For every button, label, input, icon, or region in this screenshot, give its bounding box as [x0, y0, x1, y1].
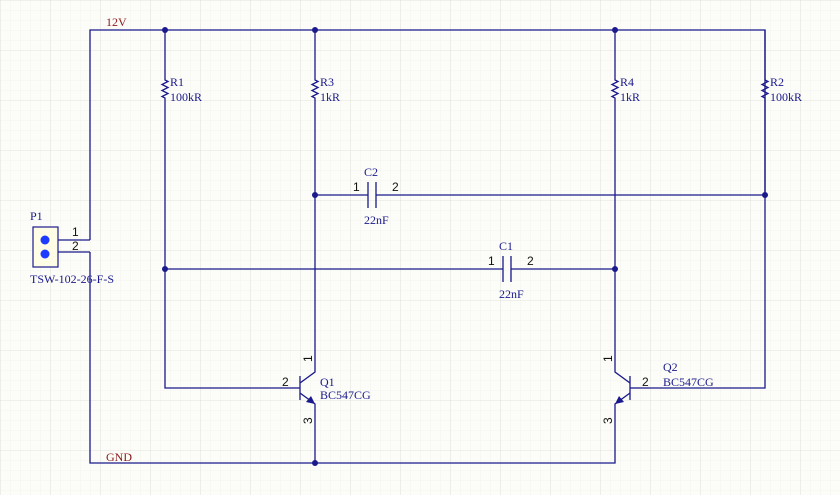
r2-value: 100kR [770, 90, 802, 104]
c2-pin1: 1 [353, 180, 360, 194]
c2-ref: C2 [364, 165, 378, 179]
junction-dot [162, 266, 168, 272]
q1-pin-base: 2 [282, 375, 289, 389]
pad-pin1 [40, 235, 50, 245]
c2-value: 22nF [364, 213, 389, 227]
q1-pin-collector: 1 [301, 355, 315, 362]
connector-pin1-num: 1 [72, 225, 79, 239]
junction-dot [762, 192, 768, 198]
junctions [162, 27, 768, 466]
r1-ref: R1 [170, 75, 184, 89]
transistor-q2[interactable] [614, 360, 640, 425]
r4-value: 1kR [620, 90, 640, 104]
junction-dot [612, 27, 618, 33]
capacitor-c2[interactable] [315, 182, 765, 208]
connector-p1[interactable] [32, 226, 90, 268]
c2-pin2: 2 [392, 180, 399, 194]
c1-pin1: 1 [488, 254, 495, 268]
r1-value: 100kR [170, 90, 202, 104]
c1-pin2: 2 [527, 254, 534, 268]
q1-pin-emitter: 3 [301, 417, 315, 424]
q1-part: BC547CG [320, 388, 371, 402]
junction-dot [162, 27, 168, 33]
q2-pin-collector: 1 [601, 355, 615, 362]
resistor-r1[interactable] [160, 30, 290, 389]
c1-ref: C1 [499, 239, 513, 253]
connector-pin2-num: 2 [72, 239, 79, 253]
net-label-gnd: GND [106, 450, 132, 464]
gnd-rail[interactable] [89, 252, 616, 464]
connector-ref: P1 [30, 209, 43, 223]
q2-part: BC547CG [663, 375, 714, 389]
resistor-r3[interactable] [310, 30, 320, 360]
q2-ref: Q2 [663, 360, 678, 374]
transistor-q1[interactable] [290, 360, 316, 425]
r2-ref: R2 [770, 75, 784, 89]
pad-pin2 [40, 249, 50, 259]
junction-dot [312, 192, 318, 198]
r4-ref: R4 [620, 75, 634, 89]
q2-pin-emitter: 3 [601, 417, 615, 424]
junction-dot [312, 460, 318, 466]
connector-part: TSW-102-26-F-S [30, 272, 114, 286]
q2-pin-base: 2 [642, 375, 649, 389]
r3-value: 1kR [320, 90, 340, 104]
c1-value: 22nF [499, 287, 524, 301]
capacitor-c1[interactable] [165, 256, 615, 282]
resistor-r4[interactable] [610, 30, 620, 360]
junction-dot [612, 266, 618, 272]
junction-dot [312, 27, 318, 33]
r3-ref: R3 [320, 75, 334, 89]
net-label-12v: 12V [106, 15, 127, 29]
q1-ref: Q1 [320, 375, 335, 389]
